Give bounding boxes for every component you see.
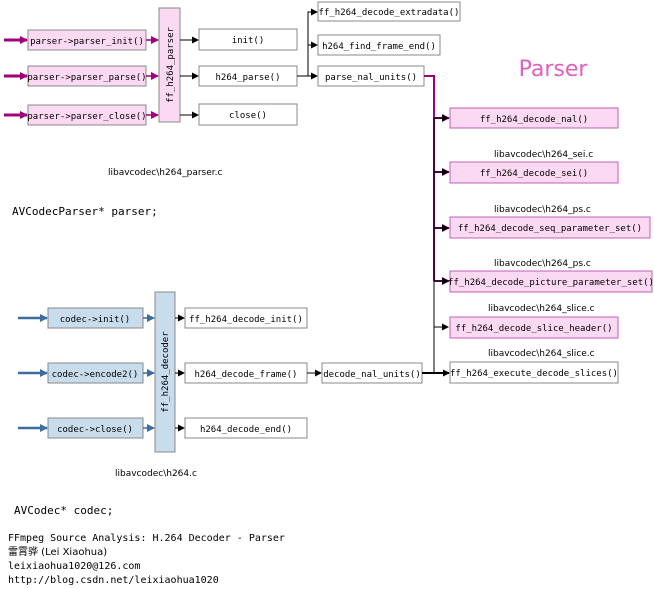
credit-line-author: 雷霄骅 (Lei Xiaohua) [8,545,107,558]
decoder-file-label: libavcodec\h264.c [115,469,197,479]
parser-struct-label: AVCodecParser* parser; [12,205,158,218]
svg-text:ff_h264_decode_nal(): ff_h264_decode_nal() [480,115,588,125]
parser-close-caller: parser->parser_close() [27,104,147,126]
svg-text:ff_h264_decode_slice_header(): ff_h264_decode_slice_header() [455,324,612,334]
svg-text:h264_decode_end(): h264_decode_end() [200,425,292,435]
decode-end-func: h264_decode_end() [184,417,308,439]
svg-text:ff_h264_decode_init(): ff_h264_decode_init() [189,315,303,325]
decode-nal-func: ff_h264_decode_nal() [449,107,619,129]
decode-sps-func: ff_h264_decode_seq_parameter_set() [449,216,651,239]
execute-decode-slices-func: ff_h264_execute_decode_slices() [449,361,619,384]
parser-init-caller: parser->parser_init() [27,29,147,51]
extradata-func: ff_h264_decode_extradata() [317,1,461,22]
close-func: close() [198,103,298,126]
decode-init-func: ff_h264_decode_init() [184,307,308,329]
svg-text:ff_h264_parser: ff_h264_parser [166,26,176,102]
pps-file-label: libavcodec\h264_ps.c [494,259,591,269]
svg-text:codec->close(): codec->close() [57,425,133,435]
svg-text:parser->parser_init(): parser->parser_init() [30,37,144,47]
decode-nal-units-func: decode_nal_units() [321,362,423,384]
codec-close-caller: codec->close() [47,417,144,439]
decode-frame-func: h264_decode_frame() [184,362,308,384]
svg-text:parser->parser_close(): parser->parser_close() [27,112,146,122]
decoder-struct-label: AVCodec* codec; [14,504,113,517]
svg-text:decode_nal_units(): decode_nal_units() [323,370,421,380]
credit-line-email: leixiaohua1020@126.com [8,561,140,572]
parse-nal-units-func: parse_nal_units() [317,65,425,87]
credit-line-url: http://blog.csdn.net/leixiaohua1020 [8,575,219,586]
svg-text:h264_decode_frame(): h264_decode_frame() [195,370,298,380]
svg-text:ff_h264_execute_decode_slices(: ff_h264_execute_decode_slices() [450,369,618,379]
svg-text:parse_nal_units(): parse_nal_units() [325,73,417,83]
sps-file-label: libavcodec\h264_ps.c [494,205,591,215]
svg-text:codec->init(): codec->init() [60,315,130,325]
svg-text:h264_find_frame_end(): h264_find_frame_end() [322,42,436,52]
diagram-title: Parser [519,57,589,82]
svg-text:codec->encode2(): codec->encode2() [52,370,139,380]
decode-sei-func: ff_h264_decode_sei() [449,161,619,184]
svg-text:init(): init() [232,36,265,46]
svg-text:ff_h264_decode_seq_parameter_s: ff_h264_decode_seq_parameter_set() [458,224,642,234]
codec-init-caller: codec->init() [47,307,144,329]
ff-h264-parser-bar: ff_h264_parser [158,7,181,123]
svg-text:ff_h264_decoder: ff_h264_decoder [161,331,171,413]
svg-text:h264_parse(): h264_parse() [215,73,280,83]
slice-header-file-label: libavcodec\h264_slice.c [488,304,595,314]
svg-text:parser->parser_parse(): parser->parser_parse() [27,73,146,83]
svg-text:close(): close() [229,111,267,121]
ff-h264-decoder-bar: ff_h264_decoder [154,291,176,453]
credit-line-title: FFmpeg Source Analysis: H.264 Decoder - … [8,533,285,544]
decode-pps-func: ff_h264_decode_picture_parameter_set() [448,270,654,293]
svg-text:ff_h264_decode_picture_paramet: ff_h264_decode_picture_parameter_set() [448,278,654,288]
parser-file-label: libavcodec\h264_parser.c [108,168,223,178]
execute-slices-file-label: libavcodec\h264_slice.c [488,349,595,359]
h264-parse-func: h264_parse() [198,65,298,87]
init-func: init() [198,28,298,51]
find-frame-end-func: h264_find_frame_end() [317,34,441,56]
sei-file-label: libavcodec\h264_sei.c [494,150,593,160]
svg-text:ff_h264_decode_sei(): ff_h264_decode_sei() [480,169,588,179]
parser-parse-caller: parser->parser_parse() [27,65,147,87]
svg-text:ff_h264_decode_extradata(): ff_h264_decode_extradata() [319,8,460,18]
codec-encode2-caller: codec->encode2() [47,362,144,384]
decode-slice-header-func: ff_h264_decode_slice_header() [449,316,619,339]
